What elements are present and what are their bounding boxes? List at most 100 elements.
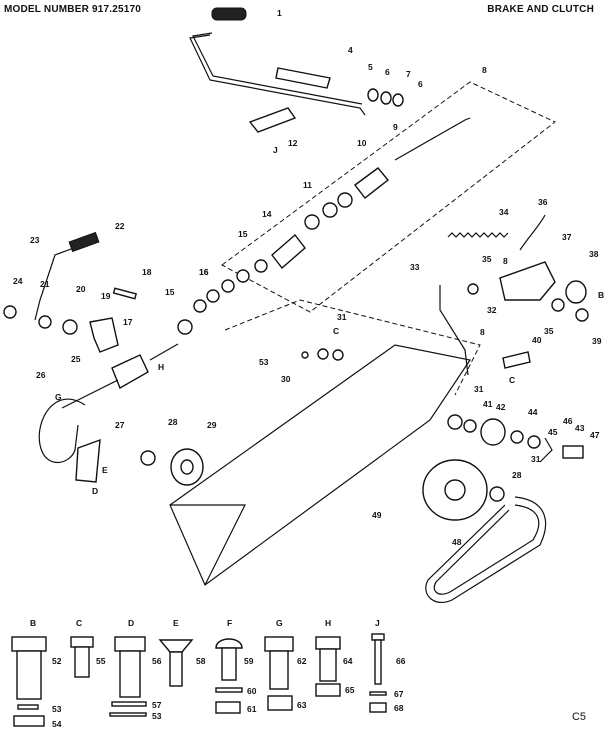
hw-letter-b: B [30, 618, 36, 628]
washer-57-hw [111, 701, 147, 707]
nut-41 [447, 414, 463, 430]
nut-61-hw [215, 701, 241, 714]
callout-6: 6 [385, 67, 390, 77]
callout-d: D [92, 486, 98, 496]
bolt-b-shank [16, 650, 42, 700]
washer-53b-hw [109, 712, 147, 717]
model-number: MODEL NUMBER 917.25170 [4, 4, 142, 15]
callout-9: 9 [393, 122, 398, 132]
frame-plate-edge [170, 504, 246, 586]
callout-26: 26 [36, 370, 46, 380]
handle-grip [211, 7, 247, 21]
callout-30: 30 [281, 374, 291, 384]
hw-part-66: 66 [396, 656, 406, 666]
callout-28b: 28 [512, 470, 522, 480]
callout-49: 49 [372, 510, 382, 520]
washer-16b [221, 279, 235, 293]
callout-11: 11 [303, 180, 312, 190]
washer-15 [177, 319, 193, 335]
bolt-e-head [158, 639, 194, 653]
pulley-49-hub [444, 479, 466, 501]
callout-48: 48 [452, 537, 462, 547]
belt-48 [425, 496, 547, 603]
washer-21 [38, 315, 52, 329]
callout-22: 22 [115, 221, 125, 231]
frame-plate [169, 344, 471, 586]
callout-34: 34 [499, 207, 509, 217]
bolt-f-shank [221, 647, 237, 681]
hw-part-54: 54 [52, 719, 62, 729]
callout-g: G [55, 392, 62, 402]
grip-22 [68, 231, 100, 253]
bracket-46 [539, 437, 553, 463]
hw-part-65: 65 [345, 685, 355, 695]
hw-letter-g: G [276, 618, 283, 628]
hw-letter-e: E [173, 618, 179, 628]
bolt-c-head [70, 636, 94, 648]
callout-31c: 31 [531, 454, 541, 464]
brake-rod [189, 34, 366, 116]
bracket-27 [75, 438, 101, 483]
callout-23: 23 [30, 235, 40, 245]
callout-e: E [102, 465, 108, 475]
hw-part-53b: 53 [152, 711, 162, 721]
hw-part-60: 60 [247, 686, 257, 696]
callout-35b: 35 [544, 326, 554, 336]
nut-11a [337, 192, 353, 208]
rod-32 [439, 285, 469, 376]
callout-12: 12 [288, 138, 298, 148]
rod-h [149, 343, 179, 361]
bolt-g-head [264, 636, 294, 652]
callout-j: J [273, 145, 278, 155]
callout-5: 5 [368, 62, 373, 72]
callout-46: 46 [563, 416, 573, 426]
hw-letter-d: D [128, 618, 134, 628]
callout-53: 53 [259, 357, 269, 367]
nut-24 [3, 305, 17, 319]
callout-32: 32 [487, 305, 497, 315]
brake-rod-2 [192, 32, 363, 105]
section-title: BRAKE AND CLUTCH [487, 4, 594, 15]
callout-43: 43 [575, 423, 585, 433]
bolt-j-head [371, 633, 385, 641]
nut-63-hw [267, 695, 293, 711]
callout-31b: 31 [474, 384, 484, 394]
callout-45: 45 [548, 427, 558, 437]
hw-part-59: 59 [244, 656, 254, 666]
hardware-legend: B 52 53 54 C 55 D 56 57 53 E 58 F 59 60 … [11, 618, 406, 729]
callout-40: 40 [532, 335, 542, 345]
bolt-j-shank [374, 639, 382, 685]
hw-part-55: 55 [96, 656, 106, 666]
callout-29: 29 [207, 420, 217, 430]
callout-47: 47 [590, 430, 600, 440]
hw-part-61: 61 [247, 704, 257, 714]
washer-15-upper [254, 259, 268, 273]
hw-letter-f: F [227, 618, 232, 628]
bolt-f-head [215, 638, 243, 649]
frame-outline-lower [224, 299, 481, 396]
nut-28b [489, 486, 505, 502]
brake-band-26 [38, 398, 86, 463]
callout-41: 41 [483, 399, 493, 409]
bolt-c-shank [74, 646, 90, 678]
lever-17 [111, 354, 149, 390]
hw-letter-c: C [76, 618, 82, 628]
washer-6 [380, 91, 392, 105]
hw-letter-j: J [375, 618, 380, 628]
hw-part-68: 68 [394, 703, 404, 713]
washer-60-hw [215, 687, 243, 693]
washer-16d [193, 299, 207, 313]
washer-5 [367, 88, 379, 102]
link-40 [502, 351, 531, 369]
hw-part-52: 52 [52, 656, 62, 666]
tube-4 [275, 67, 331, 89]
hw-part-63: 63 [297, 700, 307, 710]
hw-letter-h: H [325, 618, 331, 628]
callout-42: 42 [496, 402, 506, 412]
bushing-20 [62, 319, 78, 335]
nut-11c [304, 214, 320, 230]
callout-31: 31 [337, 312, 347, 322]
callout-c: C [509, 375, 515, 385]
callout-25: 25 [71, 354, 81, 364]
hw-part-56: 56 [152, 656, 162, 666]
